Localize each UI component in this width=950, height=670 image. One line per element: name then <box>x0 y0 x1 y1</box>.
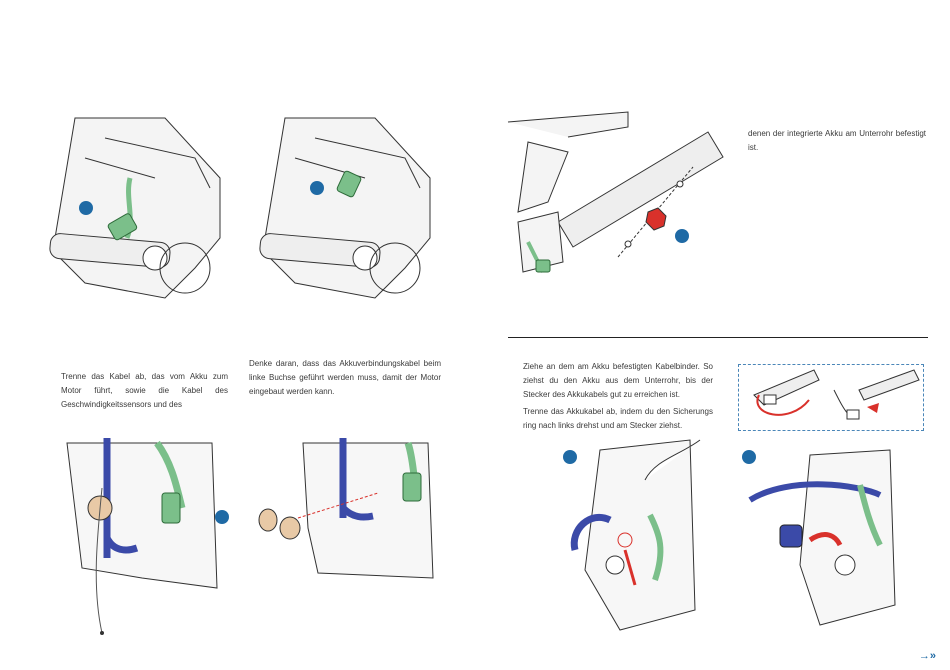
illustration-downtube-bolts <box>507 111 724 273</box>
inset-illustration <box>753 369 920 420</box>
illustration-battery-unplug-1 <box>570 439 701 631</box>
step-marker-5 <box>563 450 577 464</box>
illustration-frame-cables-1 <box>66 438 218 635</box>
text-col3-para2: Trenne das Akkukabel ab, indem du den Si… <box>523 407 713 430</box>
text-col1: Trenne das Kabel ab, das vom Akku zum Mo… <box>61 372 228 409</box>
illustration-motor-cable-1 <box>49 117 221 299</box>
inset-connector-detail <box>738 364 924 431</box>
divider <box>508 337 928 338</box>
illustration-motor-cable-2 <box>259 117 431 299</box>
text-col2: Denke daran, dass das Akkuverbindungskab… <box>249 359 441 396</box>
illustration-battery-unplug-2 <box>748 449 896 626</box>
step-marker-4 <box>215 510 229 524</box>
step-marker-3 <box>675 229 689 243</box>
step-marker-2 <box>310 181 324 195</box>
step-marker-1 <box>79 201 93 215</box>
illustration-frame-cables-2 <box>258 438 434 579</box>
text-col3-para1: Ziehe an dem am Akku befestigten Kabelbi… <box>523 362 713 399</box>
step-marker-6 <box>742 450 756 464</box>
double-chevron-right-icon[interactable]: →» <box>918 650 936 662</box>
text-col3-top: denen der integrierte Akku am Unterrohr … <box>748 129 926 152</box>
